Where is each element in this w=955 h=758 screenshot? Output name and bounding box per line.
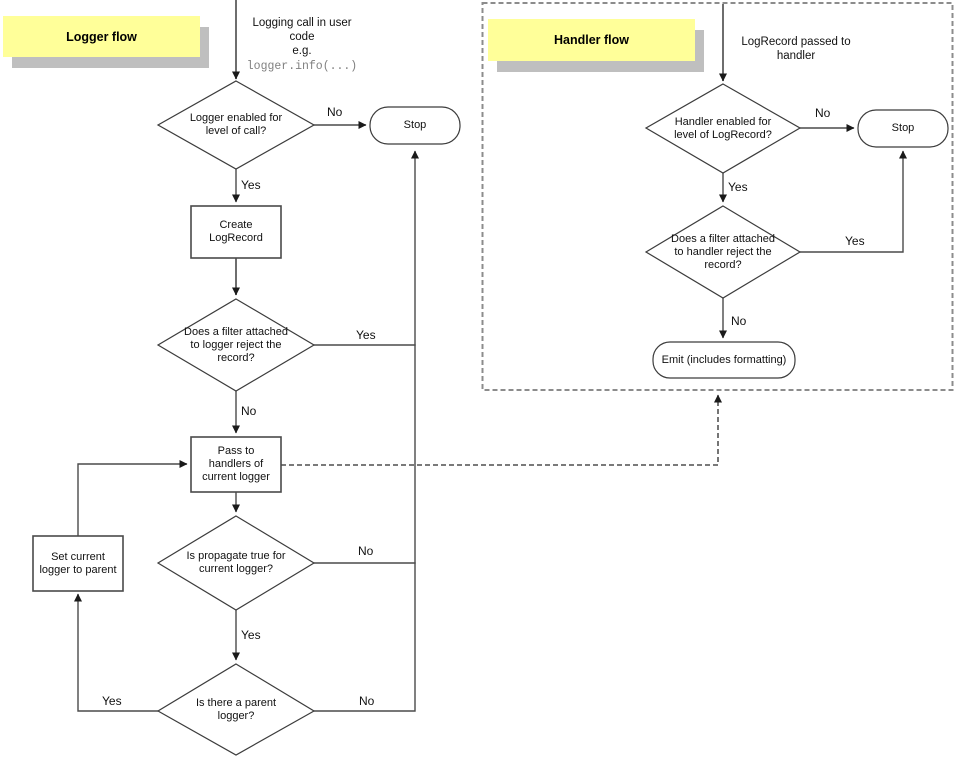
diamond-logger-filter	[156, 298, 316, 392]
edge-label-henabled-no: No	[815, 106, 831, 120]
edge-label-propagate-yes: Yes	[241, 628, 261, 642]
logger-enabled-question-label: Logger enabled for level of call?	[189, 112, 283, 137]
terminal-handler-stop	[857, 109, 949, 148]
handler-filter-question-label: Does a filter attached to handler reject…	[671, 232, 775, 271]
process-create-logrecord	[190, 205, 282, 259]
diamond-propagate	[156, 515, 316, 611]
logger-flow-title: Logger flow	[3, 16, 200, 57]
edge-label-enabled-no: No	[327, 105, 343, 119]
handler-entry-annotation: LogRecord passed to handler	[741, 36, 851, 62]
logger-filter-question-label: Does a filter attached to logger reject …	[184, 325, 288, 364]
handler-flow-title: Handler flow	[488, 19, 695, 61]
logger-stop-label: Stop	[403, 119, 427, 131]
emit-label: Emit (includes formatting)	[661, 353, 787, 366]
terminal-logger-stop	[369, 106, 461, 145]
edge-label-parent-no: No	[359, 694, 375, 708]
edge-label-henabled-yes: Yes	[728, 180, 748, 194]
edge-parent-yes-to-set	[74, 593, 158, 712]
edge-label-propagate-no: No	[358, 544, 374, 558]
pass-to-handlers-label: Pass to handlers of current logger	[202, 445, 270, 483]
handler-flow-container	[481, 2, 954, 391]
create-logrecord-label: Create LogRecord	[209, 219, 263, 244]
logger-entry-annotation: Logging call in user code e.g.	[252, 17, 352, 57]
process-set-current-logger	[32, 535, 124, 592]
edge-label-filter-no: No	[241, 404, 257, 418]
terminal-emit	[652, 341, 796, 379]
edge-label-filter-yes: Yes	[356, 328, 376, 342]
set-current-logger-label: Set current logger to parent	[39, 550, 117, 576]
diamond-handler-enabled	[644, 83, 802, 174]
diamond-parent-logger	[156, 663, 316, 756]
handler-enabled-question-label: Handler enabled for level of LogRecord?	[674, 115, 772, 141]
edge-label-hfilter-no: No	[731, 314, 747, 328]
logger-entry-code: logger.info(...)	[246, 60, 358, 73]
edge-label-enabled-yes: Yes	[241, 178, 261, 192]
propagate-question-label: Is propagate true for current logger?	[186, 550, 286, 575]
edge-hfilter-yes-to-stop	[800, 150, 907, 253]
edge-label-parent-yes: Yes	[102, 694, 122, 708]
parent-question-label: Is there a parent logger?	[195, 696, 277, 722]
edge-set-to-pass	[77, 460, 188, 536]
handler-stop-label: Stop	[891, 122, 915, 134]
edge-parent-no-to-stop	[314, 150, 419, 712]
process-pass-to-handlers	[190, 436, 282, 493]
edge-pass-to-handler-flow-dashed	[281, 394, 722, 466]
diamond-handler-filter	[644, 205, 802, 299]
edge-label-hfilter-yes: Yes	[845, 234, 865, 248]
diamond-logger-enabled	[156, 80, 316, 170]
